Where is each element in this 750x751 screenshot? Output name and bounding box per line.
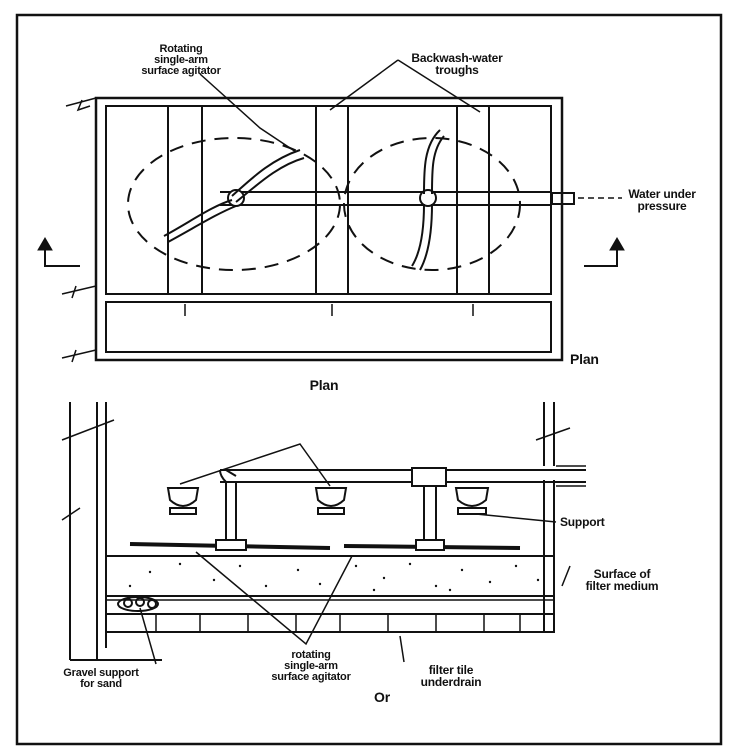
or-label: Or — [374, 689, 390, 705]
plan-filter-bed — [105, 105, 552, 295]
plan-main-pipe — [220, 191, 552, 206]
leader-section-agitator — [195, 551, 353, 646]
section-view — [61, 402, 586, 665]
plan-gullet-channel — [105, 301, 552, 353]
leader-agitator — [199, 73, 297, 153]
plan-agitator-arm-2 — [423, 129, 445, 195]
plan-agitator-label: Rotating single-arm surface agitator — [141, 43, 221, 77]
section-trough-3 — [454, 487, 490, 507]
section-riser-1 — [225, 482, 237, 540]
section-trough-1 — [166, 487, 200, 507]
plan-center-label: Plan — [309, 377, 339, 393]
plan-break-lines — [61, 97, 97, 359]
filter-medium-speckles — [128, 562, 540, 592]
section-agitator-label: rotating single-arm surface agitator — [271, 649, 351, 683]
plan-agitator-arm-1 — [231, 149, 305, 203]
tile-underdrain — [105, 613, 555, 633]
filter-tile-underdrain-label: filter tile underdrain — [420, 663, 482, 689]
leader-gravel — [139, 607, 157, 665]
leader-section-troughs — [179, 443, 331, 487]
section-riser-2 — [423, 486, 437, 540]
plan-view — [37, 59, 625, 363]
leader-support — [475, 513, 557, 523]
section-trough-2 — [314, 487, 348, 507]
section-marker-right — [584, 240, 618, 267]
trough-3 — [456, 105, 490, 295]
leader-underdrain — [399, 635, 405, 663]
plan-right-label: Plan — [570, 351, 599, 367]
plan-outer-wall — [94, 96, 564, 362]
troughs-label: Backwash-water troughs — [411, 51, 503, 77]
gravel-support — [117, 596, 159, 612]
gravel-support-label: Gravel support for sand — [63, 667, 139, 690]
leader-troughs — [329, 59, 481, 113]
leader-surface — [561, 565, 571, 587]
section-marker-left — [44, 240, 80, 267]
support-label: Support — [560, 515, 605, 529]
water-under-pressure-label: Water under pressure — [628, 187, 696, 213]
trough-2 — [315, 105, 349, 295]
plan-pipe-inlet — [551, 192, 575, 205]
outer-frame — [15, 13, 723, 746]
filter-medium — [105, 555, 555, 597]
section-main-pipe — [220, 469, 586, 483]
surface-filter-medium-label: Surface of filter medium — [585, 567, 659, 593]
section-left-wall — [69, 402, 107, 660]
trough-1 — [167, 105, 203, 295]
